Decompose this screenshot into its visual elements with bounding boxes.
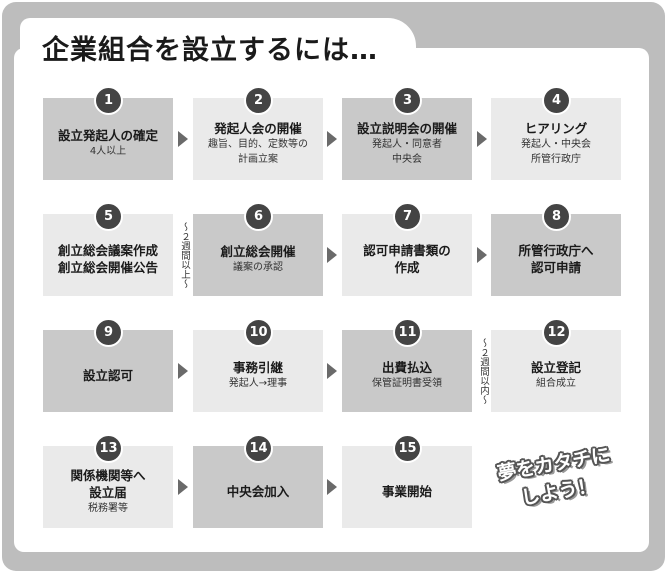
page-title: 企業組合を設立するには…	[42, 35, 378, 66]
step-detail: 所管行政庁	[531, 153, 581, 165]
arrow-right-icon	[178, 479, 188, 495]
arrow-right-icon	[477, 131, 487, 147]
title-tab	[20, 18, 416, 70]
step-7: 認可申請書類の 作成	[342, 214, 472, 296]
step-detail: 税務署等	[88, 502, 128, 514]
step-detail: 保管証明書受領	[372, 378, 442, 389]
step-title: 設立発起人の確定	[57, 128, 158, 143]
step-number-badge: 12	[542, 318, 571, 347]
step-number-badge: 10	[244, 318, 273, 347]
step-number-badge: 7	[393, 202, 422, 231]
step-8: 所管行政庁へ 認可申請	[491, 214, 621, 296]
interval-note: 〜２週間以内〜	[478, 337, 489, 405]
interval-note: 〜２週間以上〜	[179, 221, 190, 289]
step-number-badge: 5	[94, 202, 123, 231]
step-number-badge: 3	[393, 86, 422, 115]
step-title: 事務引継	[232, 360, 283, 375]
step-14: 中央会加入	[193, 446, 323, 528]
arrow-right-icon	[477, 247, 487, 263]
arrow-right-icon	[178, 363, 188, 379]
step-9: 設立認可	[43, 330, 173, 412]
step-detail: 発起人・中央会	[521, 138, 591, 150]
arrow-right-icon	[327, 247, 337, 263]
step-title: ヒアリング	[524, 120, 588, 136]
arrow-right-icon	[178, 131, 188, 147]
step-number-badge: 14	[244, 434, 273, 463]
step-title: 所管行政庁へ	[518, 243, 594, 258]
step-number-badge: 6	[244, 202, 273, 231]
step-number-badge: 4	[542, 86, 571, 115]
step-detail: 議案の承認	[233, 262, 283, 273]
step-number-badge: 8	[542, 202, 571, 231]
step-number-badge: 13	[94, 434, 123, 463]
step-detail: 計画立案	[238, 153, 278, 165]
step-detail: 4人以上	[89, 146, 127, 157]
step-detail: 発起人・同意者	[372, 138, 442, 150]
step-title: 中央会加入	[226, 483, 290, 499]
step-number-badge: 15	[393, 434, 422, 463]
step-title: 設立認可	[82, 367, 133, 383]
step-title: 発起人会の開催	[214, 120, 302, 136]
step-number-badge: 1	[94, 86, 123, 115]
step-title: 関係機関等へ	[70, 467, 146, 483]
step-title-line2: 認可申請	[530, 260, 581, 275]
step-detail: 組合成立	[536, 378, 576, 389]
step-detail: 中央会	[392, 153, 422, 165]
step-4: ヒアリング 発起人・中央会 所管行政庁	[491, 98, 621, 180]
step-number-badge: 2	[244, 86, 273, 115]
step-title: 認可申請書類の	[363, 243, 451, 258]
step-number-badge: 11	[393, 318, 422, 347]
step-title: 事業開始	[381, 483, 432, 499]
step-title-line2: 創立総会開催公告	[57, 260, 158, 275]
step-detail: 発起人→理事	[228, 378, 288, 389]
step-title-line2: 作成	[394, 260, 420, 275]
step-detail: 趣旨、目的、定数等の	[208, 138, 308, 150]
step-title: 創立総会議案作成	[57, 243, 158, 258]
step-title: 出費払込	[381, 360, 432, 375]
step-title: 設立登記	[530, 360, 581, 375]
arrow-right-icon	[327, 363, 337, 379]
step-title: 創立総会開催	[220, 244, 296, 259]
step-title: 設立説明会の開催	[356, 120, 457, 136]
step-title-line2: 設立届	[89, 484, 127, 500]
step-2: 発起人会の開催 趣旨、目的、定数等の 計画立案	[193, 98, 323, 180]
step-number-badge: 9	[94, 318, 123, 347]
arrow-right-icon	[327, 131, 337, 147]
arrow-right-icon	[327, 479, 337, 495]
